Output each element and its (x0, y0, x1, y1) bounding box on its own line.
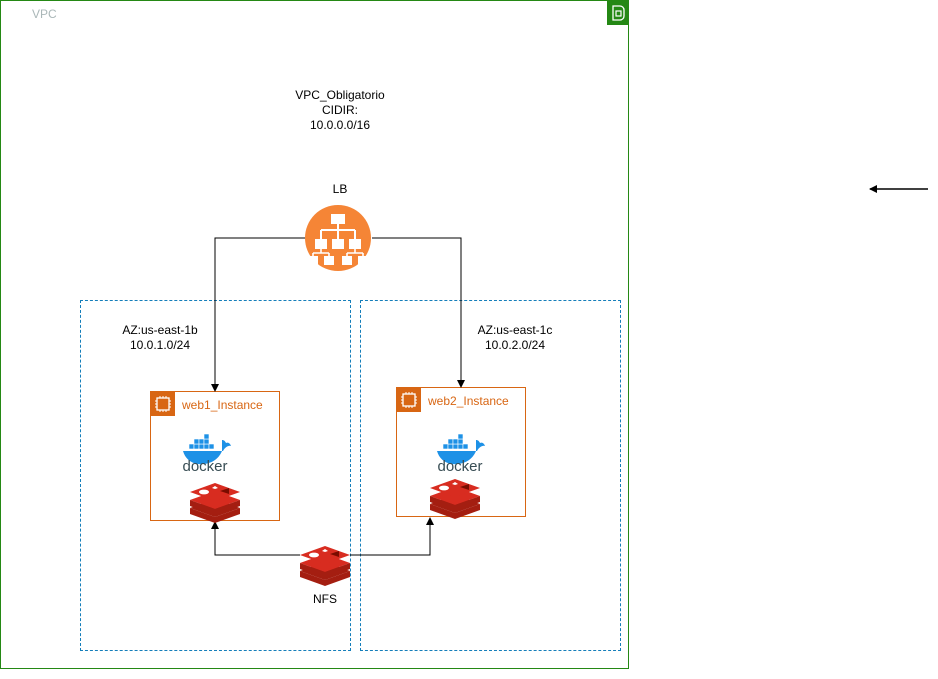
docker-icon: docker (436, 433, 486, 475)
az1-label: AZ:us-east-1b 10.0.1.0/24 (95, 323, 225, 353)
lb-label: LB (332, 182, 348, 196)
az2-cidr: 10.0.2.0/24 (484, 338, 546, 352)
az2-label: AZ:us-east-1c 10.0.2.0/24 (450, 323, 580, 353)
ec2-instance-icon (151, 392, 175, 416)
vpc-label: VPC (32, 7, 57, 21)
vpc-cidr-label: CIDIR: (322, 103, 358, 117)
nfs-to-web1-connector (211, 521, 300, 556)
web1-instance-label: web1_Instance (182, 398, 263, 412)
vpc-name: VPC_Obligatorio (295, 88, 385, 102)
vpc-container (0, 0, 629, 669)
elastic-load-balancer-icon (305, 205, 371, 271)
ec2-instance-icon (397, 388, 421, 412)
lb-to-web1-connector (211, 237, 305, 392)
nfs-to-web2-connector (350, 517, 434, 556)
vpc-icon (607, 1, 629, 25)
redis-icon (430, 479, 480, 519)
redis-icon (190, 483, 240, 523)
docker-wordmark: docker (182, 458, 227, 475)
availability-zone-2 (360, 300, 621, 651)
nfs-redis-icon (300, 546, 350, 586)
az1-name: AZ:us-east-1b (122, 323, 198, 337)
lb-to-web2-connector (372, 237, 465, 388)
web2-instance-label: web2_Instance (428, 394, 509, 408)
vpc-title: VPC_Obligatorio CIDIR: 10.0.0.0/16 (250, 88, 430, 133)
docker-icon: docker (182, 433, 232, 475)
az2-name: AZ:us-east-1c (477, 323, 553, 337)
vpc-cidr-value: 10.0.0.0/16 (309, 118, 371, 132)
nfs-label: NFS (313, 592, 337, 606)
docker-wordmark: docker (437, 458, 482, 475)
az1-cidr: 10.0.1.0/24 (129, 338, 191, 352)
